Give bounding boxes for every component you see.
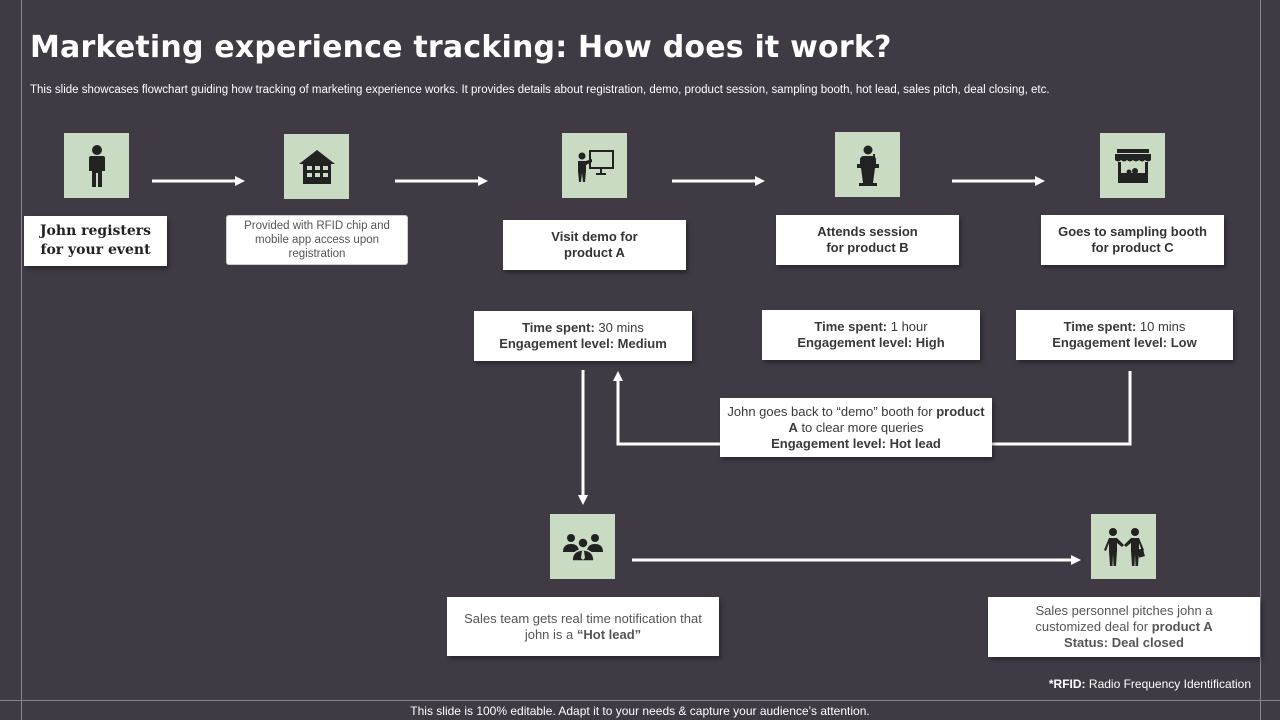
sales-team-line-2-prefix: john is a xyxy=(524,626,577,642)
sales-team-card: Sales team gets real time notification t… xyxy=(447,597,719,656)
metric-card-product-a: Time spent: 30 mins Engagement level: Me… xyxy=(474,311,692,361)
loop-note-card: John goes back to “demo” booth for produ… xyxy=(720,398,992,457)
step-4-card: Attends session for product B xyxy=(776,215,959,265)
step-1-line-1: John registers xyxy=(39,223,152,239)
frame-line-bottom xyxy=(0,700,1280,701)
engagement-value: Medium xyxy=(617,336,667,351)
step-2-card: Provided with RFID chip and mobile app a… xyxy=(226,215,408,265)
sales-pitch-card: Sales personnel pitches john a customize… xyxy=(988,597,1260,657)
engagement-label: Engagement level: xyxy=(499,336,618,351)
step-3-line-2: product A xyxy=(564,245,625,260)
hot-lead-label: “Hot lead” xyxy=(576,626,642,642)
page-title: Marketing experience tracking: How does … xyxy=(30,30,892,65)
time-label: Time spent: xyxy=(1063,319,1137,334)
engagement-label: Engagement level: xyxy=(1052,335,1171,350)
team-icon xyxy=(562,533,603,562)
step-1-card: John registers for your event xyxy=(24,216,167,266)
sales-pitch-line-1: Sales personnel pitches john a xyxy=(1035,603,1213,618)
engagement-value: Low xyxy=(1170,335,1197,350)
step-4-line-2: for product B xyxy=(826,240,909,255)
engagement-value: High xyxy=(915,335,945,350)
loop-note-engagement: Engagement level: Hot lead xyxy=(771,435,941,451)
sales-pitch-icon-box xyxy=(1091,514,1156,579)
bottom-caption: This slide is 100% editable. Adapt it to… xyxy=(410,703,870,718)
market-booth-icon xyxy=(1114,148,1151,183)
metric-card-product-b: Time spent: 1 hour Engagement level: Hig… xyxy=(762,310,980,360)
step-2-line-1: Provided with RFID chip and xyxy=(244,220,390,232)
time-value: 30 mins xyxy=(594,320,644,335)
person-icon xyxy=(88,144,105,187)
step-4-icon-box xyxy=(835,132,900,197)
step-2-line-3: registration xyxy=(288,248,346,260)
loop-note-product-letter: A xyxy=(788,419,798,435)
product-a-label: product A xyxy=(1151,619,1213,634)
sales-team-line-1: Sales team gets real time notification t… xyxy=(464,610,702,626)
step-3-line-1: Visit demo for xyxy=(551,229,638,244)
step-2-icon-box xyxy=(284,134,349,199)
metric-card-product-c: Time spent: 10 mins Engagement level: Lo… xyxy=(1016,310,1233,360)
step-3-card: Visit demo for product A xyxy=(503,220,686,270)
step-1-line-2: for your event xyxy=(40,242,151,258)
rfid-footnote: *RFID: Radio Frequency Identification xyxy=(1049,677,1251,691)
engagement-label: Engagement level: xyxy=(797,335,916,350)
rfid-label: *RFID: xyxy=(1048,677,1086,691)
time-value: 1 hour xyxy=(887,319,928,334)
handshake-deal-icon xyxy=(1103,527,1145,566)
step-5-icon-box xyxy=(1100,133,1165,198)
step-3-icon-box xyxy=(562,133,627,198)
step-5-card: Goes to sampling booth for product C xyxy=(1041,215,1224,265)
speaker-podium-icon xyxy=(856,145,879,186)
loop-note-product: product xyxy=(936,403,985,419)
step-5-line-2: for product C xyxy=(1091,240,1174,255)
frame-line-right xyxy=(1260,0,1261,720)
building-icon xyxy=(298,149,335,184)
sales-team-icon-box xyxy=(550,514,615,579)
step-5-line-1: Goes to sampling booth xyxy=(1058,224,1207,239)
frame-line-left xyxy=(21,0,22,720)
rfid-text: Radio Frequency Identification xyxy=(1085,677,1251,691)
time-value: 10 mins xyxy=(1136,319,1186,334)
step-4-line-1: Attends session xyxy=(817,224,918,239)
deal-status: Status: Deal closed xyxy=(1064,635,1184,650)
sales-pitch-line-2-prefix: customized deal for xyxy=(1035,619,1152,634)
loop-note-rest: to clear more queries xyxy=(797,419,924,435)
step-2-line-2: mobile app access upon xyxy=(254,234,380,246)
time-label: Time spent: xyxy=(522,320,595,335)
step-1-icon-box xyxy=(64,133,129,198)
loop-note-prefix: John goes back to “demo” booth for xyxy=(727,403,937,419)
time-label: Time spent: xyxy=(814,319,888,334)
page-subtitle: This slide showcases flowchart guiding h… xyxy=(30,84,1050,96)
presentation-icon xyxy=(577,149,614,182)
